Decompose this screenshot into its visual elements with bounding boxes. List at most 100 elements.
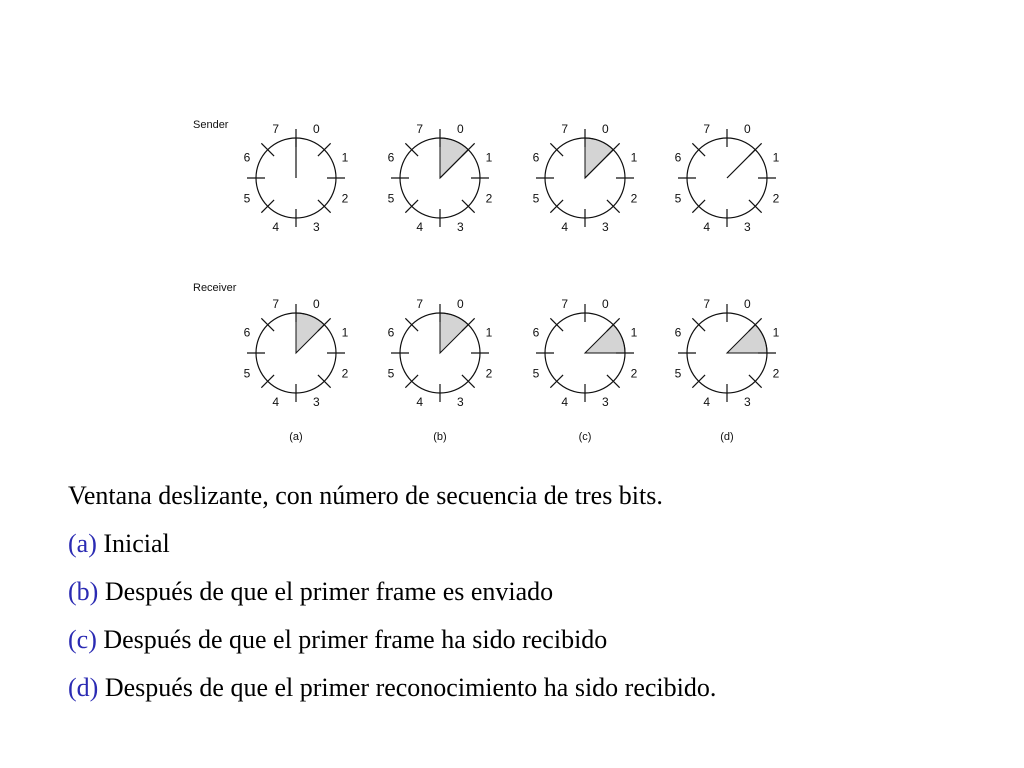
sequence-number-2: 2 [631, 366, 638, 380]
tick-mark [260, 199, 275, 214]
caption-item-a: (a) Inicial [68, 524, 1008, 572]
sequence-number-3: 3 [313, 220, 320, 234]
sequence-number-5: 5 [675, 366, 682, 380]
sequence-number-7: 7 [416, 122, 423, 136]
sequence-number-7: 7 [272, 297, 279, 311]
sequence-number-0: 0 [313, 297, 320, 311]
sequence-number-2: 2 [773, 366, 780, 380]
pointer-line [726, 149, 756, 179]
sequence-number-3: 3 [602, 220, 609, 234]
sequence-number-4: 4 [561, 220, 568, 234]
sequence-number-1: 1 [773, 326, 780, 340]
sequence-number-0: 0 [457, 297, 464, 311]
sequence-number-0: 0 [744, 122, 751, 136]
sequence-number-6: 6 [533, 151, 540, 165]
tick-mark [404, 317, 419, 332]
tick-mark [404, 374, 419, 389]
panel-caption: (b) [433, 431, 446, 443]
tick-mark [260, 142, 275, 157]
sequence-number-3: 3 [602, 395, 609, 409]
sequence-number-2: 2 [773, 191, 780, 205]
caption-item-d: (d) Después de que el primer reconocimie… [68, 668, 1008, 716]
sequence-number-3: 3 [744, 220, 751, 234]
tick-mark [606, 374, 621, 389]
caption-item-key: (d) [68, 673, 99, 702]
sequence-number-5: 5 [388, 366, 395, 380]
sequence-number-4: 4 [561, 395, 568, 409]
sequence-number-2: 2 [486, 366, 493, 380]
sequence-number-1: 1 [342, 326, 349, 340]
tick-mark [691, 199, 706, 214]
tick-mark [606, 317, 621, 332]
sequence-number-2: 2 [486, 191, 493, 205]
sequence-number-7: 7 [703, 297, 710, 311]
sequence-number-6: 6 [388, 151, 395, 165]
wheel-receiver-a: 0 1 2 3 4 5 6 7 [244, 297, 349, 409]
wheel-receiver-b: 0 1 2 3 4 5 6 7 [388, 297, 493, 409]
sequence-number-5: 5 [244, 366, 251, 380]
sequence-number-3: 3 [457, 395, 464, 409]
tick-mark [461, 199, 476, 214]
window-sector [583, 324, 626, 354]
row-label-receiver: Receiver [193, 282, 237, 294]
sequence-number-0: 0 [602, 297, 609, 311]
window-sector [295, 312, 325, 355]
sequence-number-2: 2 [342, 191, 349, 205]
window-sector [439, 312, 469, 355]
tick-mark [549, 374, 564, 389]
caption-item-text: Inicial [103, 529, 170, 558]
panel-caption: (c) [579, 431, 592, 443]
sequence-number-3: 3 [313, 395, 320, 409]
panel-caption: (a) [289, 431, 302, 443]
pointer-line [584, 149, 614, 179]
tick-mark [748, 317, 763, 332]
sequence-number-4: 4 [416, 395, 423, 409]
caption-item-b: (b) Después de que el primer frame es en… [68, 572, 1008, 620]
tick-mark [606, 199, 621, 214]
sequence-number-5: 5 [533, 191, 540, 205]
window-sector [725, 324, 768, 354]
tick-mark [317, 317, 332, 332]
tick-mark [549, 317, 564, 332]
sequence-number-6: 6 [533, 326, 540, 340]
tick-mark [404, 142, 419, 157]
sequence-number-2: 2 [342, 366, 349, 380]
sequence-number-5: 5 [533, 366, 540, 380]
sequence-number-6: 6 [244, 326, 251, 340]
sequence-number-4: 4 [416, 220, 423, 234]
tick-mark [317, 374, 332, 389]
sequence-number-3: 3 [457, 220, 464, 234]
sequence-number-5: 5 [244, 191, 251, 205]
row-label-sender: Sender [193, 119, 229, 131]
tick-mark [260, 317, 275, 332]
sequence-number-7: 7 [703, 122, 710, 136]
sequence-number-0: 0 [744, 297, 751, 311]
sequence-number-6: 6 [388, 326, 395, 340]
tick-mark [549, 142, 564, 157]
tick-mark [748, 199, 763, 214]
sequence-number-5: 5 [388, 191, 395, 205]
tick-mark [691, 317, 706, 332]
caption-item-c: (c) Después de que el primer frame ha si… [68, 620, 1008, 668]
caption-item-text: Después de que el primer frame es enviad… [104, 577, 554, 606]
sequence-number-7: 7 [416, 297, 423, 311]
sequence-number-2: 2 [631, 191, 638, 205]
sequence-number-6: 6 [675, 326, 682, 340]
tick-mark [691, 374, 706, 389]
tick-mark [260, 374, 275, 389]
sequence-number-1: 1 [486, 151, 493, 165]
tick-mark [404, 199, 419, 214]
tick-mark [549, 199, 564, 214]
tick-mark [461, 374, 476, 389]
sequence-number-1: 1 [486, 326, 493, 340]
sequence-number-4: 4 [272, 395, 279, 409]
tick-mark [461, 317, 476, 332]
tick-mark [748, 374, 763, 389]
window-sector [584, 137, 614, 180]
caption-item-key: (c) [68, 625, 97, 654]
caption-item-key: (a) [68, 529, 97, 558]
sequence-number-4: 4 [703, 220, 710, 234]
